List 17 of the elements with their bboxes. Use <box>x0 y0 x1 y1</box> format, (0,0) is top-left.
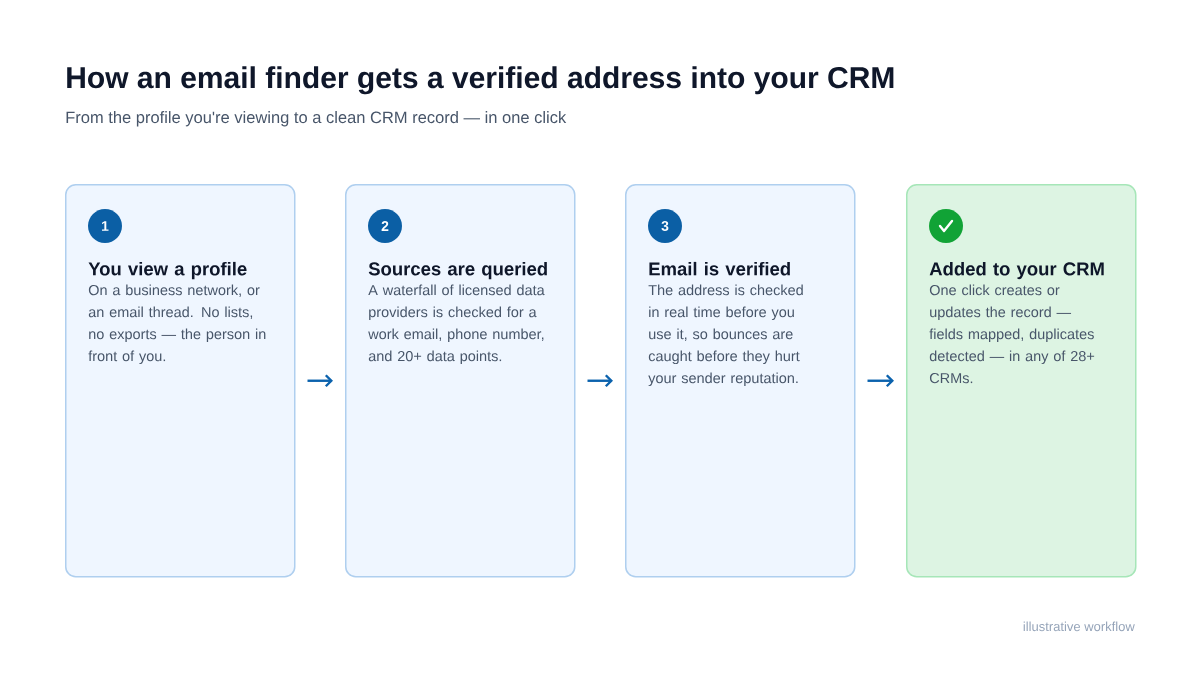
arrow <box>307 374 333 388</box>
step-heading: Email is verified <box>649 261 790 276</box>
step-heading: You view a profile <box>88 261 247 280</box>
step-description: A waterfall of licensed data providers is checked for a work email, phone number, and 20+ data points. <box>368 284 545 365</box>
title: How an email finder gets a verified address into your CRM <box>67 66 894 95</box>
step-heading: Sources are queried <box>368 261 547 280</box>
subtitle: From the profile you're viewing to a clean CRM record — in one click <box>66 111 567 127</box>
step-description: On a business network, or an email thread. No lists, no exports — the person in front of you. <box>88 284 266 365</box>
footer-note: illustrative workflow <box>1023 621 1135 632</box>
step-number-badge: 2 <box>368 209 402 243</box>
step-number-badge: 3 <box>648 209 682 243</box>
arrow <box>867 374 894 388</box>
step-description: The address is checked in real time before you use it, so bounces are caught before they hurt your sender reputation. <box>648 284 803 387</box>
step-heading: Added to your CRM <box>929 261 1104 280</box>
step-description: One click creates or updates the record — fields mapped, duplicates detected — in any of 28+ CRMs. <box>929 284 1095 384</box>
arrow <box>587 374 613 388</box>
step-number-badge: 1 <box>88 209 122 243</box>
